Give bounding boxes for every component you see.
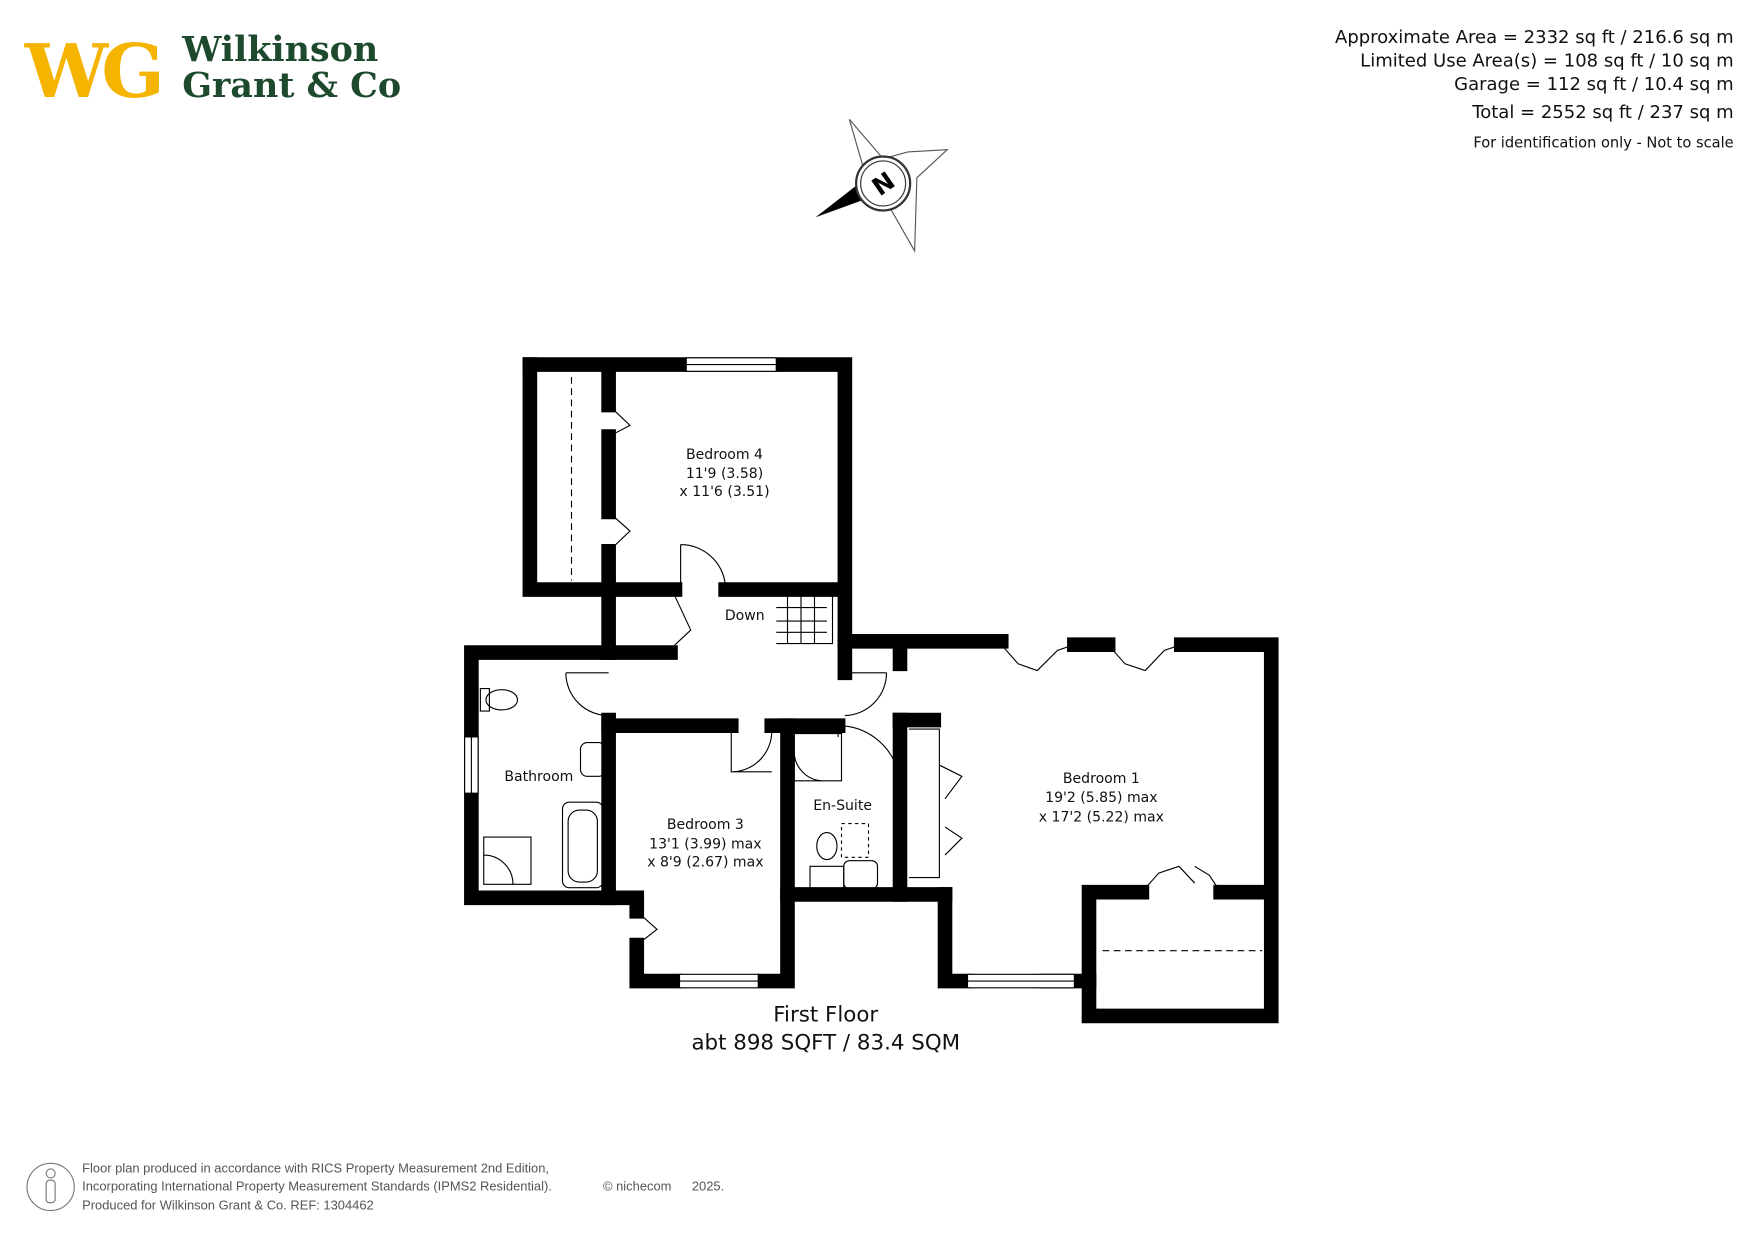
footer-copyright: © nichecom (603, 1178, 671, 1193)
floor-name: First Floor (773, 1003, 878, 1028)
area-summary: Approximate Area = 2332 sq ft / 216.6 sq… (1335, 27, 1734, 152)
room-bathroom: Bathroom (504, 769, 573, 785)
floor-area: abt 898 SQFT / 83.4 SQM (691, 1031, 960, 1056)
logo-line1: Wilkinson (181, 29, 378, 70)
footer: Floor plan produced in accordance with R… (26, 1160, 724, 1212)
compass-icon: N (815, 118, 949, 253)
total-area: Total = 2552 sq ft / 237 sq m (1471, 102, 1733, 123)
footer-year: 2025. (692, 1178, 724, 1193)
doors-fixtures (479, 376, 1263, 952)
room-bedroom-3: Bedroom 3 13'1 (3.99) max x 8'9 (2.67) m… (647, 817, 763, 870)
room-dimension: x 11'6 (3.51) (679, 484, 769, 500)
footer-line-1: Floor plan produced in accordance with R… (82, 1160, 549, 1175)
walls (464, 357, 1279, 1024)
room-name: Bedroom 4 (686, 447, 763, 463)
stairs-down-label: Down (725, 608, 765, 624)
disclaimer: For identification only - Not to scale (1473, 134, 1733, 151)
room-name: Bedroom 3 (667, 817, 744, 833)
room-dimension: 19'2 (5.85) max (1045, 790, 1157, 806)
room-dimension: 13'1 (3.99) max (649, 836, 761, 852)
footer-line-3: Produced for Wilkinson Grant & Co. REF: … (82, 1197, 374, 1212)
logo-line2: Grant & Co (182, 65, 401, 106)
logo-mark: WG (24, 27, 160, 115)
room-name: Bedroom 1 (1063, 771, 1140, 787)
approximate-area: Approximate Area = 2332 sq ft / 216.6 sq… (1335, 27, 1734, 48)
room-dimension: x 17'2 (5.22) max (1039, 809, 1164, 825)
room-dimension: 11'9 (3.58) (686, 466, 763, 482)
logo: WG Wilkinson Grant & Co (24, 27, 401, 115)
room-bedroom-1: Bedroom 1 19'2 (5.85) max x 17'2 (5.22) … (1039, 771, 1164, 825)
footer-line-2: Incorporating International Property Mea… (82, 1178, 552, 1193)
room-en-suite: En-Suite (813, 798, 872, 814)
limited-use-area: Limited Use Area(s) = 108 sq ft / 10 sq … (1360, 50, 1733, 71)
person-icon (26, 1162, 75, 1212)
room-bedroom-4: Bedroom 4 11'9 (3.58) x 11'6 (3.51) (679, 447, 769, 500)
room-dimension: x 8'9 (2.67) max (647, 854, 763, 870)
windows (464, 357, 1075, 989)
garage-area: Garage = 112 sq ft / 10.4 sq m (1454, 74, 1733, 95)
